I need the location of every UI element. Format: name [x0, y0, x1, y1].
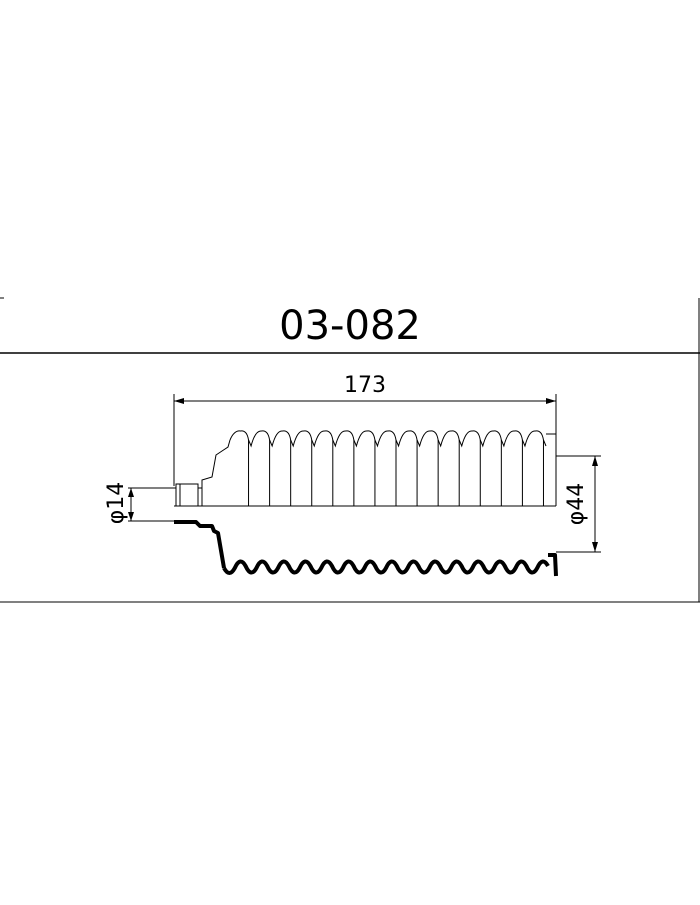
small-dia-arrow-top — [128, 488, 134, 497]
small-dia-arrow-bottom — [128, 512, 134, 521]
lower-bellows-profile — [222, 559, 550, 575]
boot-upper-half — [175, 430, 557, 507]
boot-lower-half — [174, 520, 558, 577]
small-neck-collar — [175, 483, 199, 507]
bellows-valley-lines — [248, 440, 544, 506]
boot-transition-profile — [201, 439, 231, 506]
lower-neck-profile — [174, 520, 226, 569]
large-dia-arrow-bottom — [592, 542, 598, 552]
length-label: 173 — [344, 373, 386, 398]
part-number-title: 03-082 — [279, 303, 421, 349]
large-dia-arrow-top — [592, 456, 598, 466]
large-diameter-label: φ44 — [564, 483, 589, 526]
lower-large-end-profile — [548, 553, 558, 577]
length-arrow-right — [546, 398, 556, 404]
small-diameter-label: φ14 — [104, 482, 129, 525]
length-arrow-left — [174, 398, 184, 404]
length-dimension: 173 — [173, 373, 557, 486]
bellows-profile — [229, 430, 547, 448]
small-diameter-dimension: φ14 — [104, 482, 176, 525]
large-diameter-dimension: φ44 — [556, 455, 601, 553]
